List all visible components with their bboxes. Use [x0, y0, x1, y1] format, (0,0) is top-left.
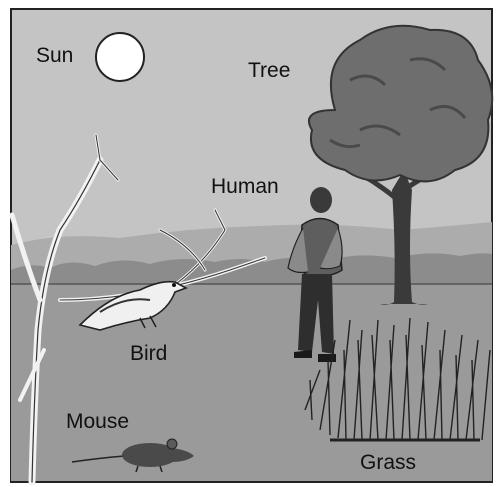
label-bird: Bird [130, 343, 167, 364]
ground [11, 284, 492, 481]
sun-disc [96, 33, 144, 81]
label-grass: Grass [360, 452, 416, 473]
label-human: Human [211, 176, 279, 197]
label-mouse: Mouse [66, 411, 129, 432]
label-sun: Sun [36, 45, 73, 66]
label-tree: Tree [248, 60, 290, 81]
